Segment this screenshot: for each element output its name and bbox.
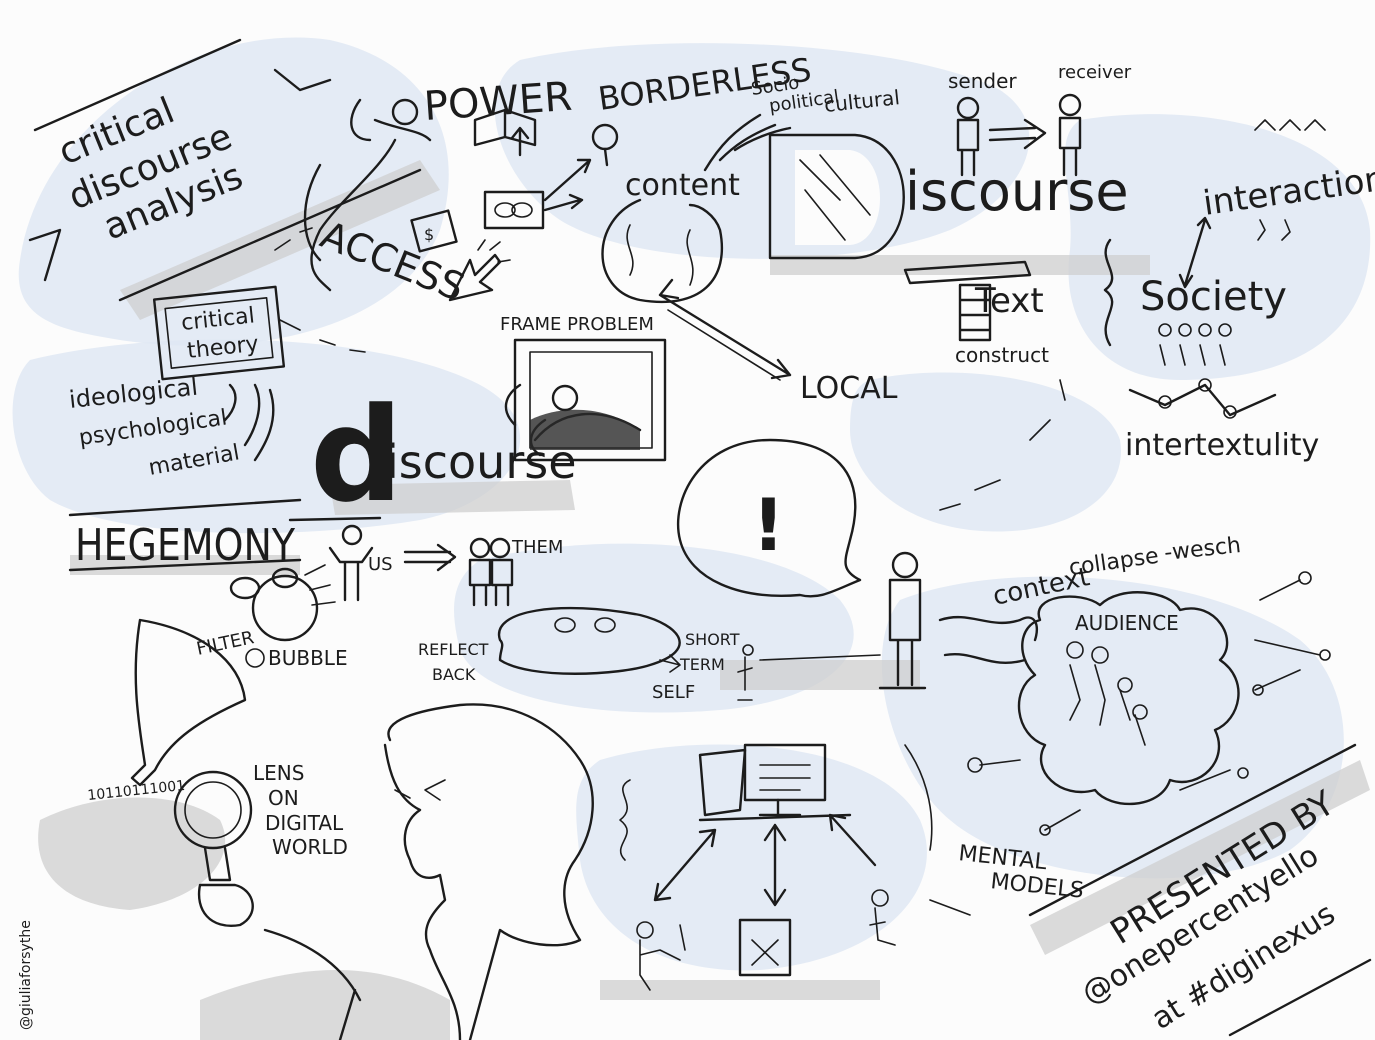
exclaim-label: ! (752, 483, 785, 567)
audience-cloud: AUDIENCE (967, 571, 1331, 836)
people-icon (1254, 119, 1326, 131)
discourse-small: d iscourse (310, 379, 577, 531)
audience-cloud-icon (1017, 591, 1240, 806)
person-at-laptop-icon (636, 921, 654, 939)
us-person-icon (341, 524, 363, 546)
short-label-3: SELF (652, 682, 695, 703)
bubble-icon (251, 574, 319, 642)
them-label: THEM (511, 537, 563, 558)
collapse-label: collapse (1067, 544, 1160, 581)
speech-bubble: ! (676, 438, 862, 598)
mental-label-2: MODELS (989, 869, 1084, 904)
power-figure-icon (310, 98, 432, 292)
svg-text:$: $ (424, 225, 434, 244)
frame-problem-label: FRAME PROBLEM (500, 314, 654, 335)
cursor-arrow-icon (448, 253, 502, 302)
chain-link-icon (483, 190, 545, 230)
left-arrow-icon (653, 828, 717, 902)
down-arrow-icon (763, 823, 787, 907)
hegemony-label: HEGEMONY (75, 520, 295, 571)
dash-lines (939, 379, 1066, 511)
big-discourse-suffix: iscourse (905, 160, 1129, 223)
text-label: Text (974, 281, 1044, 321)
wesch-label: -wesch (1163, 533, 1242, 566)
face-profile (263, 703, 631, 1040)
person-in-frame-icon (551, 384, 579, 412)
speech-bubble-icon (676, 438, 862, 598)
person-with-phone-icon (871, 889, 889, 907)
filter-bubble: FILTER BUBBLE (130, 564, 348, 787)
big-d-letter (768, 133, 905, 260)
speaker (878, 551, 1039, 690)
them-person-icon-1 (469, 537, 491, 559)
document-icon (698, 748, 747, 817)
money-icon (410, 209, 458, 253)
us-label: US (368, 554, 393, 575)
local-arrow-icon (658, 278, 792, 380)
discourse-main: iscourse (768, 133, 1129, 260)
content-label: content (625, 168, 740, 203)
small-d-letter: d (310, 379, 403, 531)
brace (1103, 238, 1114, 347)
reflect-label-2: BACK (432, 665, 476, 684)
book-icon (473, 108, 537, 147)
lens-section: 10110111001 LENS ON DIGITAL WORLD (87, 761, 348, 927)
speaker-person-icon (891, 551, 919, 579)
critical-theory-box (152, 285, 286, 381)
picture-frame-icon (513, 338, 667, 462)
monitor-icon (743, 743, 827, 802)
lens-icon (173, 770, 253, 850)
lens-label-2: ON (268, 786, 299, 810)
audience-people-icon (1069, 664, 1146, 746)
right-arrow-icon (828, 813, 877, 867)
small-discourse-suffix: iscourse (386, 435, 577, 489)
background-wash (12, 37, 1371, 971)
local-label: LOCAL (800, 371, 898, 406)
them-person-icon-2 (489, 537, 511, 559)
frame-problem: FRAME PROBLEM (500, 314, 667, 462)
short-label-2: TERM (679, 655, 725, 674)
power-head-icon (391, 98, 419, 126)
power-section: POWER $ (310, 74, 619, 302)
receiver-label: receiver (1058, 62, 1132, 83)
reflect-section: REFLECT BACK SHORT TERM SELF (418, 606, 881, 703)
sender-receiver: sender receiver (948, 62, 1132, 177)
bubble-label: BUBBLE (268, 646, 348, 670)
society-label: Society (1140, 274, 1287, 320)
intertextuality-label: intertextulity (1125, 428, 1319, 463)
sender-person-icon (956, 96, 980, 120)
lens-label-3: DIGITAL (265, 811, 344, 835)
plank-icon (903, 260, 1032, 285)
interaction-society: interaction Society intertextulity (1103, 119, 1375, 463)
hegemony-section: HEGEMONY US THEM (68, 498, 563, 607)
funnel-icon (130, 618, 247, 787)
receiver-person-icon (1058, 93, 1082, 117)
power-label: POWER (422, 74, 573, 130)
crowd-icon (1159, 344, 1226, 366)
artist-signature: @giuliaforsythe (18, 920, 34, 1030)
lens-label-4: WORLD (272, 835, 348, 859)
text-construct: Text construct (903, 260, 1049, 367)
tablet-icon (738, 918, 792, 977)
sender-label: sender (948, 69, 1017, 93)
audience-label: AUDIENCE (1075, 611, 1179, 635)
devices-section (636, 743, 971, 991)
lens-label-1: LENS (253, 761, 304, 785)
short-label-1: SHORT (685, 630, 740, 649)
small-person-icon (742, 644, 754, 656)
construct-label: construct (955, 343, 1049, 367)
content-section: content LOCAL (601, 168, 898, 406)
reflect-label-1: REFLECT (418, 640, 489, 659)
